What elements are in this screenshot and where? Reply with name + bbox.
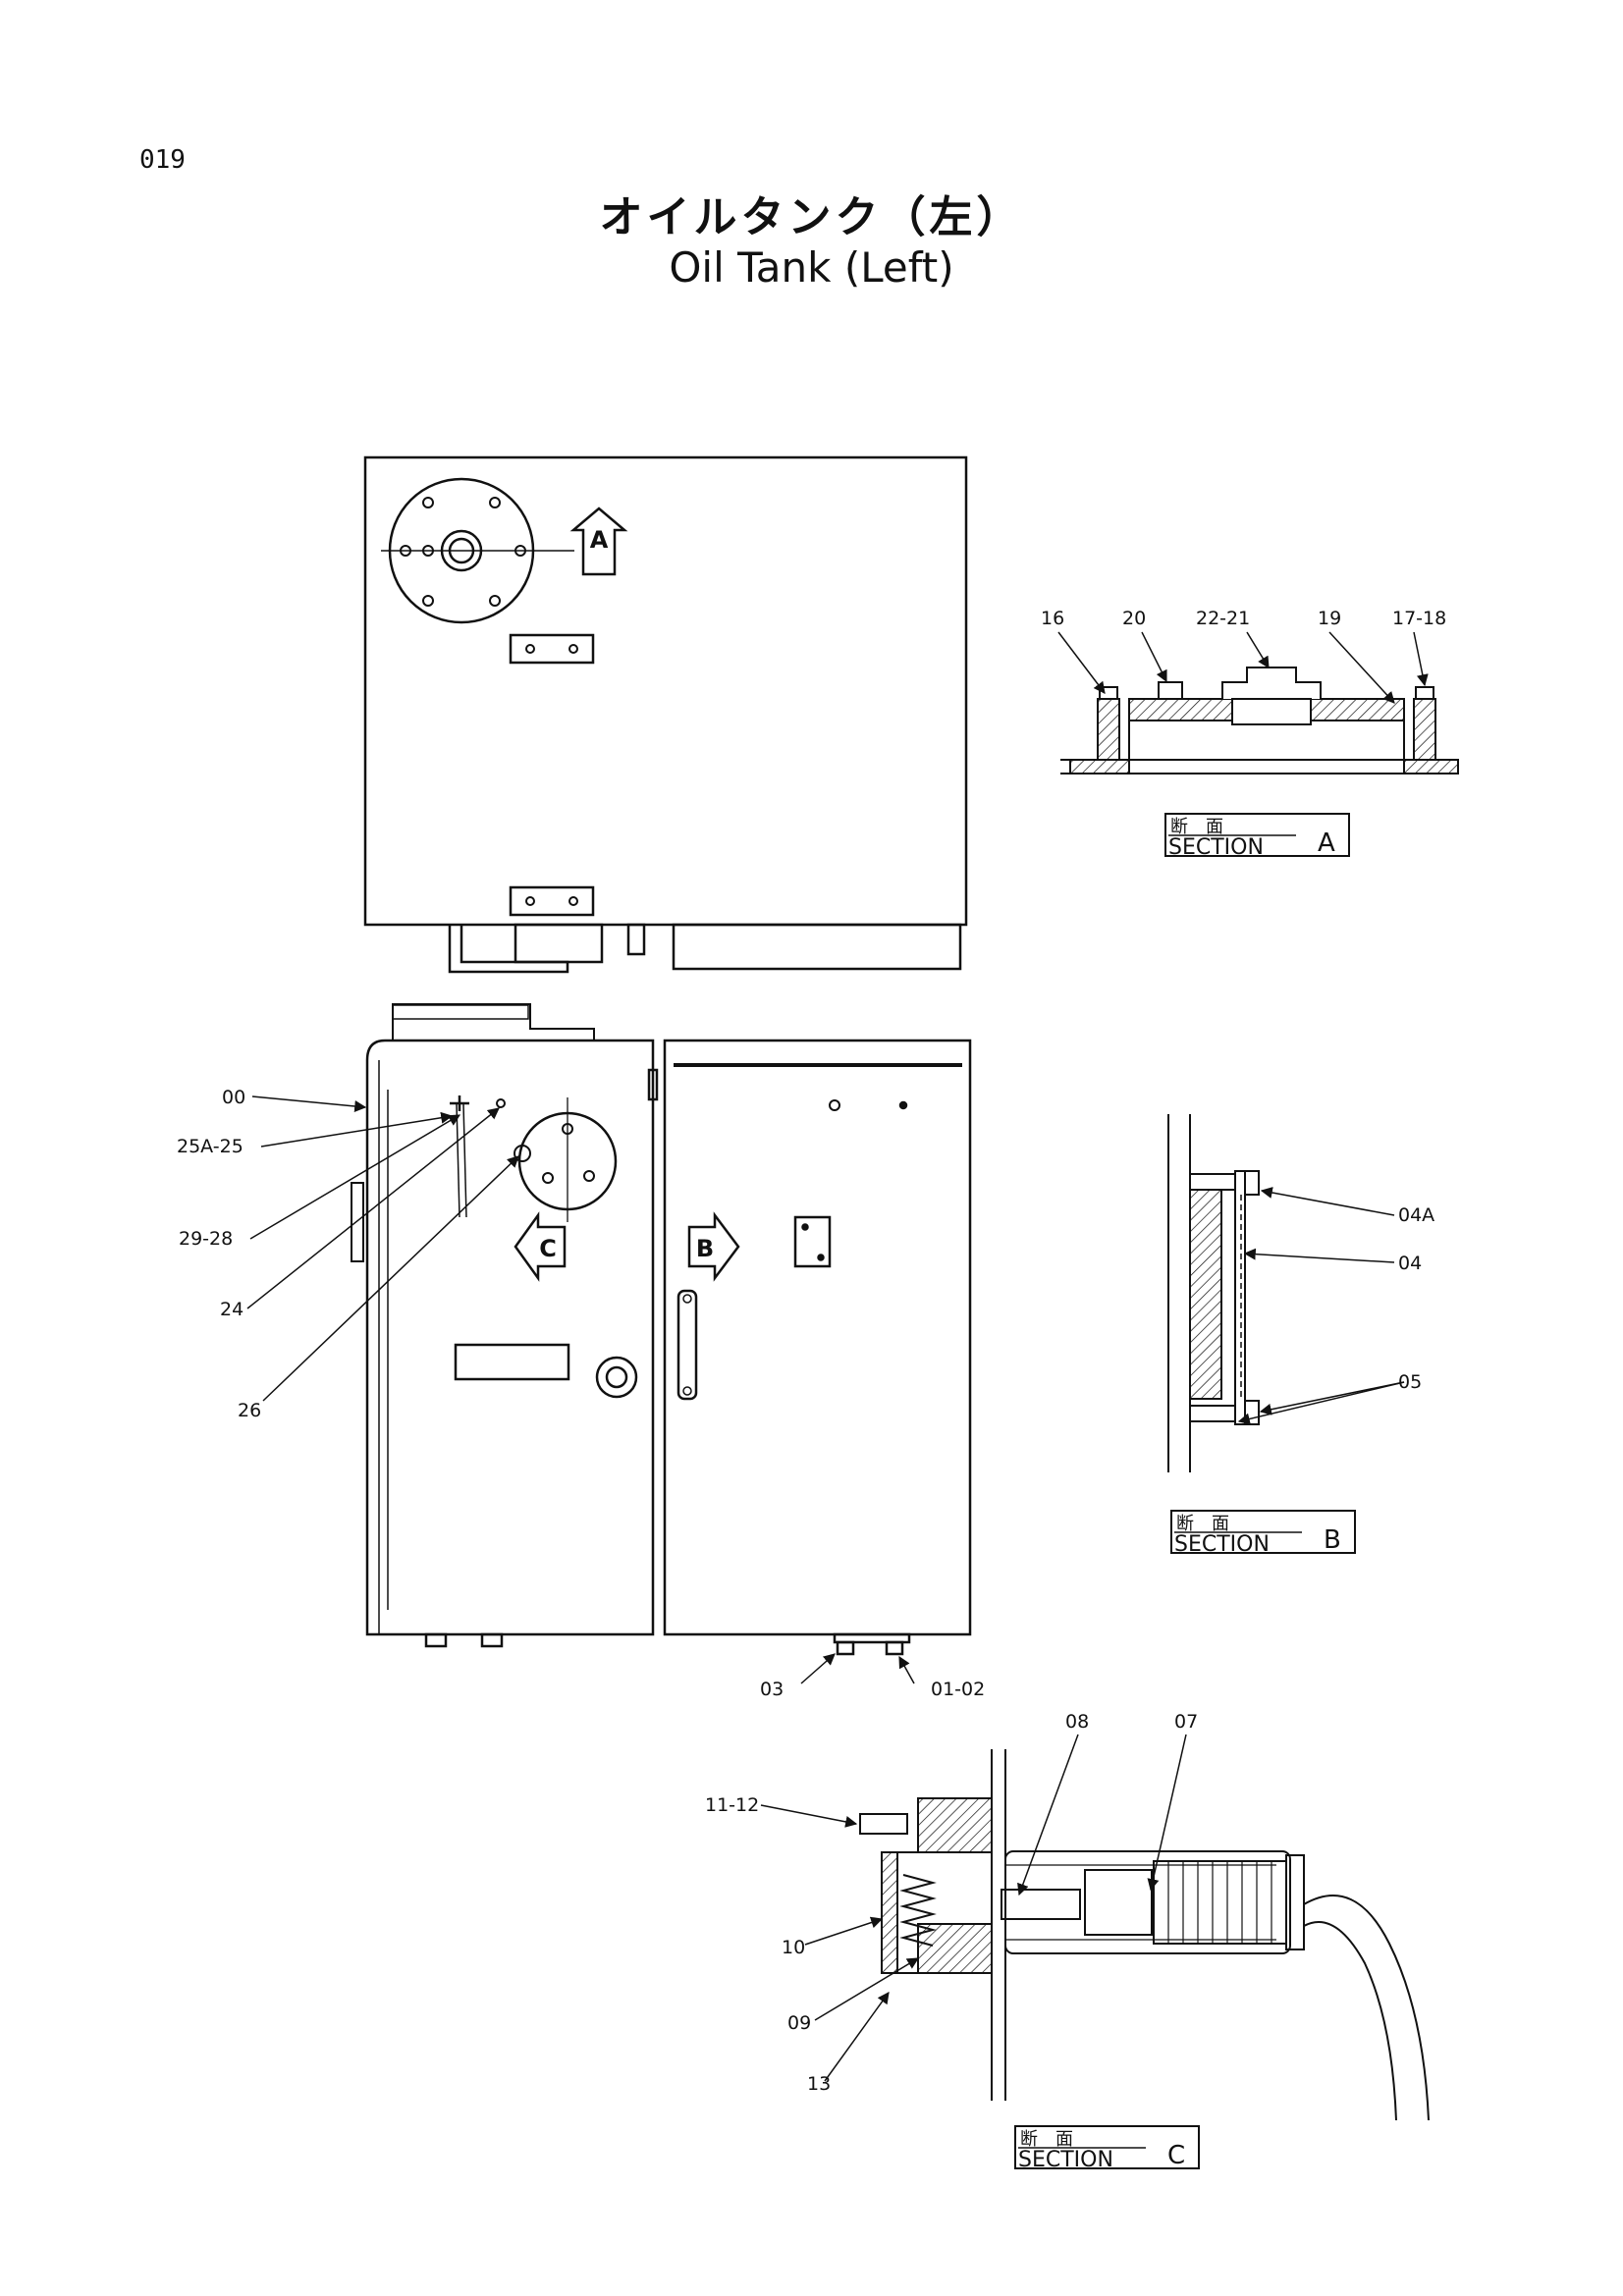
top-flange <box>381 477 574 624</box>
label-04a: 04A <box>1398 1204 1434 1226</box>
front-left-panel <box>365 1039 655 1636</box>
label-01-02: 01-02 <box>931 1679 985 1700</box>
section-a-en: SECTION <box>1168 835 1264 860</box>
drain-plug-front <box>595 1356 638 1399</box>
label-22-21: 22-21 <box>1196 608 1250 629</box>
view-arrow-c <box>514 1211 567 1282</box>
label-20: 20 <box>1122 608 1146 629</box>
label-26: 26 <box>238 1400 261 1421</box>
section-a-drawing <box>1060 667 1459 774</box>
section-c-drawing <box>859 1749 1430 2121</box>
label-16: 16 <box>1041 608 1064 629</box>
page-number: 019 <box>139 145 186 175</box>
hose-inner <box>1303 1921 1397 2121</box>
view-arrow-a <box>569 507 628 576</box>
section-a-letter: A <box>1318 828 1335 858</box>
label-19: 19 <box>1318 608 1341 629</box>
front-handle-slot <box>454 1343 570 1381</box>
front-flange-c <box>514 1097 618 1222</box>
section-a-jp: 断 面 <box>1170 817 1223 837</box>
view-arrow-a-label: A <box>590 526 609 554</box>
label-08: 08 <box>1065 1711 1089 1733</box>
label-13: 13 <box>807 2073 831 2095</box>
label-05: 05 <box>1398 1371 1422 1393</box>
section-c-jp: 断 面 <box>1020 2129 1073 2150</box>
bottom-drain-fittings <box>424 1632 911 1656</box>
label-07: 07 <box>1174 1711 1198 1733</box>
top-view-lower-fittings <box>448 923 962 974</box>
level-gauge <box>676 1289 698 1401</box>
section-b-leaders <box>1237 1187 1405 1425</box>
title-japanese: オイルタンク（左） <box>599 192 1024 242</box>
view-arrow-c-label: C <box>539 1235 557 1262</box>
section-c-letter: C <box>1167 2141 1185 2170</box>
section-c-en: SECTION <box>1018 2148 1113 2172</box>
section-b-drawing <box>1167 1114 1260 1472</box>
bottom-bracket <box>509 885 595 917</box>
label-24: 24 <box>220 1299 243 1320</box>
label-25a-25: 25A-25 <box>177 1136 243 1157</box>
section-b-letter: B <box>1324 1525 1341 1555</box>
label-17-18: 17-18 <box>1392 608 1446 629</box>
top-bracket <box>509 633 595 665</box>
label-09: 09 <box>787 2012 811 2034</box>
label-10: 10 <box>782 1937 805 1958</box>
label-03: 03 <box>760 1679 784 1700</box>
section-c-leaders <box>760 1734 1187 2082</box>
label-11-12: 11-12 <box>705 1794 759 1816</box>
filler-cap-24 <box>450 1095 506 1111</box>
label-04: 04 <box>1398 1253 1422 1274</box>
view-arrow-b <box>687 1211 740 1282</box>
section-b-en: SECTION <box>1174 1532 1270 1557</box>
filter-element-ribs <box>1167 1861 1272 1944</box>
front-right-panel <box>663 1039 972 1636</box>
section-b-caption: 断 面 SECTION B <box>1170 1510 1356 1557</box>
section-c-caption: 断 面 SECTION C <box>1014 2125 1200 2172</box>
valve-spring <box>899 1874 937 1947</box>
left-sight-bar <box>456 1103 467 1218</box>
top-view <box>363 455 968 974</box>
section-b-jp: 断 面 <box>1176 1514 1229 1534</box>
title-english: Oil Tank (Left) <box>669 243 954 292</box>
label-00: 00 <box>222 1087 245 1108</box>
front-view <box>351 1003 972 1656</box>
front-leaders <box>246 1095 915 1684</box>
view-arrow-b-label: B <box>696 1235 714 1262</box>
hose-outer <box>1303 1895 1430 2121</box>
section-a-caption: 断 面 SECTION A <box>1164 813 1350 860</box>
label-29-28: 29-28 <box>179 1228 233 1250</box>
top-view-outline <box>363 455 968 927</box>
right-plate <box>793 1215 832 1268</box>
section-a-leaders <box>1057 631 1429 704</box>
